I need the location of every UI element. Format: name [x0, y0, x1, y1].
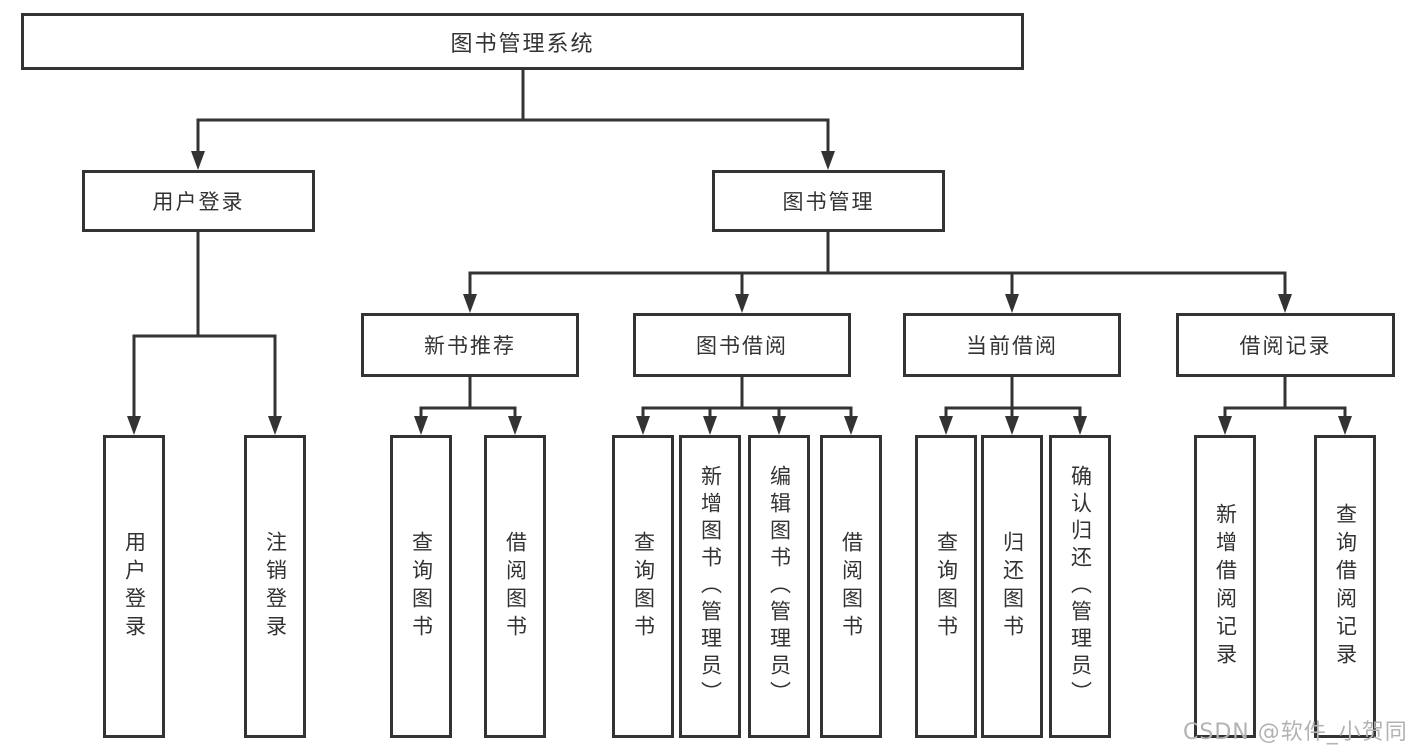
leaf-user-login: 用户登录 [103, 435, 165, 738]
leaf-query-books-newbook: 查询图书 [390, 435, 452, 738]
csdn-watermark: CSDN @软件_小贺同学 [1183, 720, 1405, 745]
connector-login-to-leaves [132, 232, 277, 418]
connector-current-to-leaves [944, 377, 1082, 418]
leaf-label: 借阅图书 [503, 530, 528, 643]
connector-records-to-leaves [1223, 377, 1347, 418]
leaf-label: 确认归还（管理员） [1068, 465, 1093, 708]
node-label: 图书借阅 [696, 334, 788, 358]
connector-newbook-to-leaves [419, 377, 517, 418]
leaf-logout: 注销登录 [244, 435, 306, 738]
leaf-add-borrow-record: 新增借阅记录 [1194, 435, 1256, 738]
leaf-label: 新增图书（管理员） [698, 465, 723, 708]
node-current-borrowing: 当前借阅 [903, 313, 1121, 377]
leaf-label: 用户登录 [122, 530, 147, 643]
leaf-label: 查询借阅记录 [1333, 502, 1358, 671]
node-borrowing-records: 借阅记录 [1176, 313, 1395, 377]
leaf-label: 归还图书 [1000, 530, 1025, 643]
leaf-return-books: 归还图书 [981, 435, 1043, 738]
node-book-borrowing: 图书借阅 [633, 313, 851, 377]
node-library-management-system: 图书管理系统 [21, 13, 1024, 70]
node-label: 新书推荐 [424, 334, 516, 358]
leaf-label: 查询图书 [409, 530, 434, 643]
arrowheads [127, 151, 1352, 435]
leaf-edit-books-admin: 编辑图书（管理员） [748, 435, 810, 738]
node-user-login: 用户登录 [82, 170, 315, 232]
node-book-management: 图书管理 [712, 170, 945, 232]
leaf-query-borrow-record: 查询借阅记录 [1314, 435, 1376, 738]
connector-borrow-to-leaves [641, 377, 853, 418]
leaf-label: 查询图书 [631, 530, 656, 643]
node-new-book-recommendation: 新书推荐 [361, 313, 579, 377]
connector-root-to-level2 [196, 70, 830, 153]
node-label: 图书管理系统 [450, 31, 595, 57]
node-label: 借阅记录 [1239, 334, 1332, 358]
leaf-label: 编辑图书（管理员） [767, 465, 792, 708]
leaf-add-books-admin: 新增图书（管理员） [679, 435, 741, 738]
leaf-label: 借阅图书 [839, 530, 864, 643]
leaf-borrow-books-newbook: 借阅图书 [484, 435, 546, 738]
leaf-label: 新增借阅记录 [1213, 502, 1238, 671]
node-label: 当前借阅 [966, 334, 1058, 358]
leaf-confirm-return-admin: 确认归还（管理员） [1049, 435, 1111, 738]
leaf-borrow-books-borrowing: 借阅图书 [820, 435, 882, 738]
leaf-label: 注销登录 [263, 530, 288, 643]
node-label: 图书管理 [782, 190, 875, 214]
node-label: 用户登录 [152, 190, 245, 214]
leaf-label: 查询图书 [934, 530, 959, 643]
leaf-query-books-borrowing: 查询图书 [612, 435, 674, 738]
connector-mgmt-to-level3 [468, 232, 1287, 296]
leaf-query-books-current: 查询图书 [915, 435, 977, 738]
